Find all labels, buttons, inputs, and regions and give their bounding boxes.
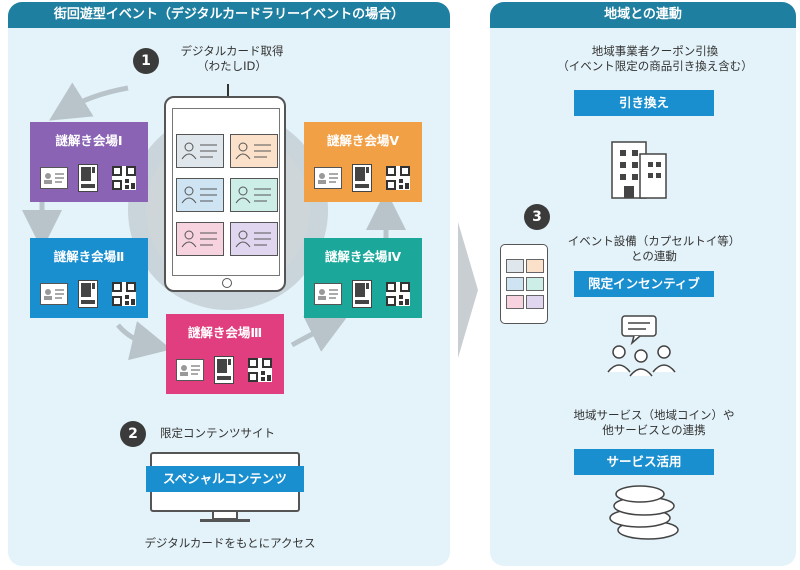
digital-card xyxy=(230,134,278,168)
tablet-device xyxy=(164,96,286,292)
qr-code-icon xyxy=(386,166,410,190)
step-1-label: デジタルカード取得 （わたしID） xyxy=(162,44,302,74)
venue-icons xyxy=(304,164,422,192)
qr-code-icon xyxy=(248,358,272,382)
venue-3-label: 謎解き会場Ⅲ xyxy=(187,325,263,340)
arrow-venue-3-to-4 xyxy=(290,316,348,352)
vending-machine-icon xyxy=(352,280,372,308)
venue-1: 謎解き会場Ⅰ xyxy=(30,122,148,202)
card-grid xyxy=(176,134,278,264)
coupon-text-line-1: 地域事業者クーポン引換 xyxy=(591,44,719,58)
service-text: 地域サービス（地域コイン）や 他サービスとの連携 xyxy=(544,408,764,438)
facility-text-line-2: との連動 xyxy=(631,249,677,263)
digital-card xyxy=(176,134,224,168)
monitor-base xyxy=(200,519,250,522)
small-card xyxy=(506,295,524,309)
venue-3: 謎解き会場Ⅲ xyxy=(166,314,284,394)
vending-machine-icon xyxy=(214,356,234,384)
vending-machine-icon xyxy=(78,280,98,308)
vending-machine-icon xyxy=(78,164,98,192)
id-card-icon xyxy=(40,167,68,189)
tablet-home-button xyxy=(222,278,232,288)
service-use-button[interactable]: サービス活用 xyxy=(574,449,714,475)
step-2-badge: 2 xyxy=(120,421,146,447)
qr-code-icon xyxy=(112,282,136,306)
exchange-button[interactable]: 引き換え xyxy=(574,90,714,116)
step-1-line-1: デジタルカード取得 xyxy=(180,44,284,58)
venue-5: 謎解き会場Ⅴ xyxy=(304,122,422,202)
small-tablet xyxy=(500,244,548,324)
arrow-venue-2-to-3 xyxy=(116,321,172,361)
facility-text: イベント設備（カプセルトイ等） との連動 xyxy=(554,234,754,264)
service-text-line-2: 他サービスとの連携 xyxy=(602,423,706,437)
small-card xyxy=(526,277,544,291)
coupon-text: 地域事業者クーポン引換 （イベント限定の商品引き換え含む） xyxy=(540,44,770,74)
venue-1-label: 謎解き会場Ⅰ xyxy=(55,133,123,148)
venue-2: 謎解き会場Ⅱ xyxy=(30,238,148,318)
limited-incentive-button[interactable]: 限定インセンティブ xyxy=(574,271,714,297)
id-card-icon xyxy=(314,283,342,305)
facility-text-line-1: イベント設備（カプセルトイ等） xyxy=(567,234,741,248)
step-3-badge: 3 xyxy=(524,204,550,230)
step-1-line-2: （わたしID） xyxy=(197,59,267,73)
small-card xyxy=(526,259,544,273)
access-caption: デジタルカードをもとにアクセス xyxy=(144,536,316,550)
vending-machine-icon xyxy=(352,164,372,192)
arrow-to-venue-1 xyxy=(49,82,129,121)
coupon-text-line-2: （イベント限定の商品引き換え含む） xyxy=(557,59,753,73)
qr-code-icon xyxy=(112,166,136,190)
step-2-label: 限定コンテンツサイト xyxy=(160,426,275,440)
venue-icons xyxy=(166,356,284,384)
venue-icons xyxy=(304,280,422,308)
venue-icons xyxy=(30,164,148,192)
digital-card xyxy=(230,222,278,256)
rally-event-title: 街回遊型イベント（デジタルカードラリーイベントの場合） xyxy=(8,2,450,28)
digital-card xyxy=(230,178,278,212)
digital-card xyxy=(176,178,224,212)
id-card-icon xyxy=(40,283,68,305)
venue-5-label: 謎解き会場Ⅴ xyxy=(326,133,400,148)
special-content-button[interactable]: スペシャルコンテンツ xyxy=(146,466,304,492)
qr-code-icon xyxy=(386,282,410,306)
venue-icons xyxy=(30,280,148,308)
regional-link-title: 地域との連動 xyxy=(490,2,796,28)
panel-transition-chevron xyxy=(458,222,478,358)
venue-2-label: 謎解き会場Ⅱ xyxy=(53,249,125,264)
id-card-icon xyxy=(176,359,204,381)
venue-4: 謎解き会場Ⅳ xyxy=(304,238,422,318)
small-card xyxy=(506,277,524,291)
service-text-line-1: 地域サービス（地域コイン）や xyxy=(573,408,735,422)
step-1-badge: 1 xyxy=(133,48,159,74)
small-card xyxy=(506,259,524,273)
id-card-icon xyxy=(314,167,342,189)
digital-card xyxy=(176,222,224,256)
small-card xyxy=(526,295,544,309)
venue-4-label: 謎解き会場Ⅳ xyxy=(324,249,402,264)
